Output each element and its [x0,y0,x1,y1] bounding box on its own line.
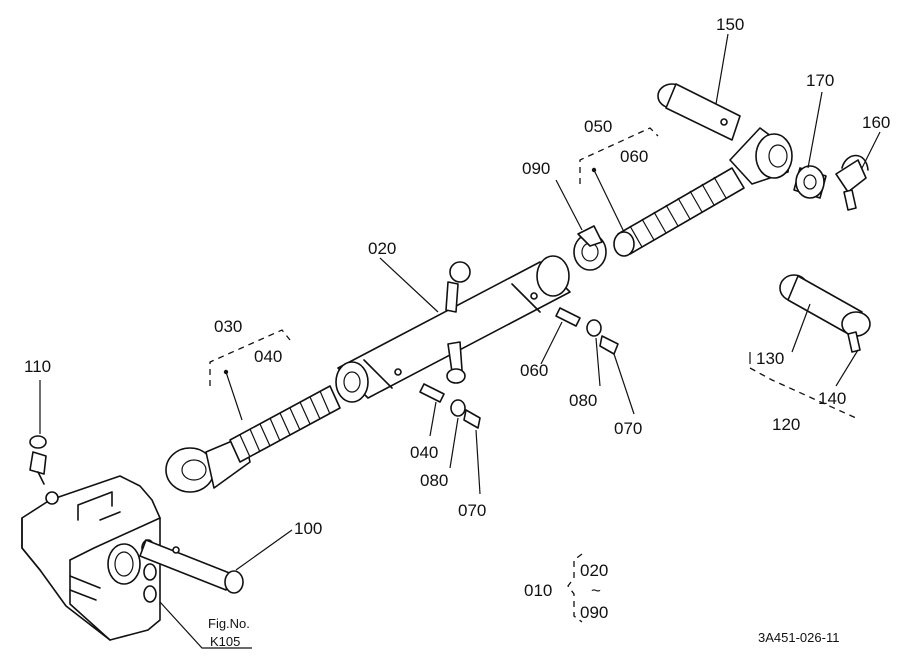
legend-to: 090 [580,603,608,622]
group-bracket-010 [567,553,583,623]
label-150: 150 [716,15,744,34]
label-160: 160 [862,113,890,132]
part-150-pin [657,83,741,141]
leader-lines [39,33,881,649]
label-050: 050 [584,117,612,136]
label-070-upper: 070 [614,419,642,438]
label-040: 040 [410,443,438,462]
part-060-pin [555,307,581,327]
label-130: 130 [756,349,784,368]
label-020: 020 [368,239,396,258]
fig-label: Fig.No. [208,616,250,631]
drawing-code: 3A451-026-11 [758,630,839,645]
label-140: 140 [818,389,846,408]
label-170: 170 [806,71,834,90]
part-020-turnbuckle-body [335,255,571,403]
label-010: 010 [524,581,552,600]
part-160-lynch-pin [835,154,869,211]
part-130-pin [779,274,871,337]
group-bracket-050 [579,127,659,184]
part-040-pin [419,383,445,403]
group-bracket-120 [749,352,857,419]
part-090-nut [573,225,607,271]
label-030: 030 [214,317,242,336]
label-110: 110 [24,357,51,376]
part-050-rod-end [613,127,793,257]
part-140-clip [847,331,861,353]
label-080-upper: 080 [569,391,597,410]
fig-number: K105 [210,634,240,649]
label-060-group: 060 [620,147,648,166]
label-120: 120 [772,415,800,434]
label-090: 090 [522,159,550,178]
group-bracket-030 [209,329,291,386]
label-080-lower: 080 [420,471,448,490]
mounting-bracket [21,475,161,641]
part-070-fitting [463,335,619,429]
label-060: 060 [520,361,548,380]
part-080-washer [450,319,602,417]
label-100: 100 [294,519,322,538]
part-110-pin [29,435,47,485]
part-030-rod-end [165,385,341,493]
label-070-lower: 070 [458,501,486,520]
part-170-bushing [793,165,827,199]
legend-tilde: ~ [591,581,601,600]
label-040-group: 040 [254,347,282,366]
part-100-pin [139,539,244,594]
legend-from: 020 [580,561,608,580]
